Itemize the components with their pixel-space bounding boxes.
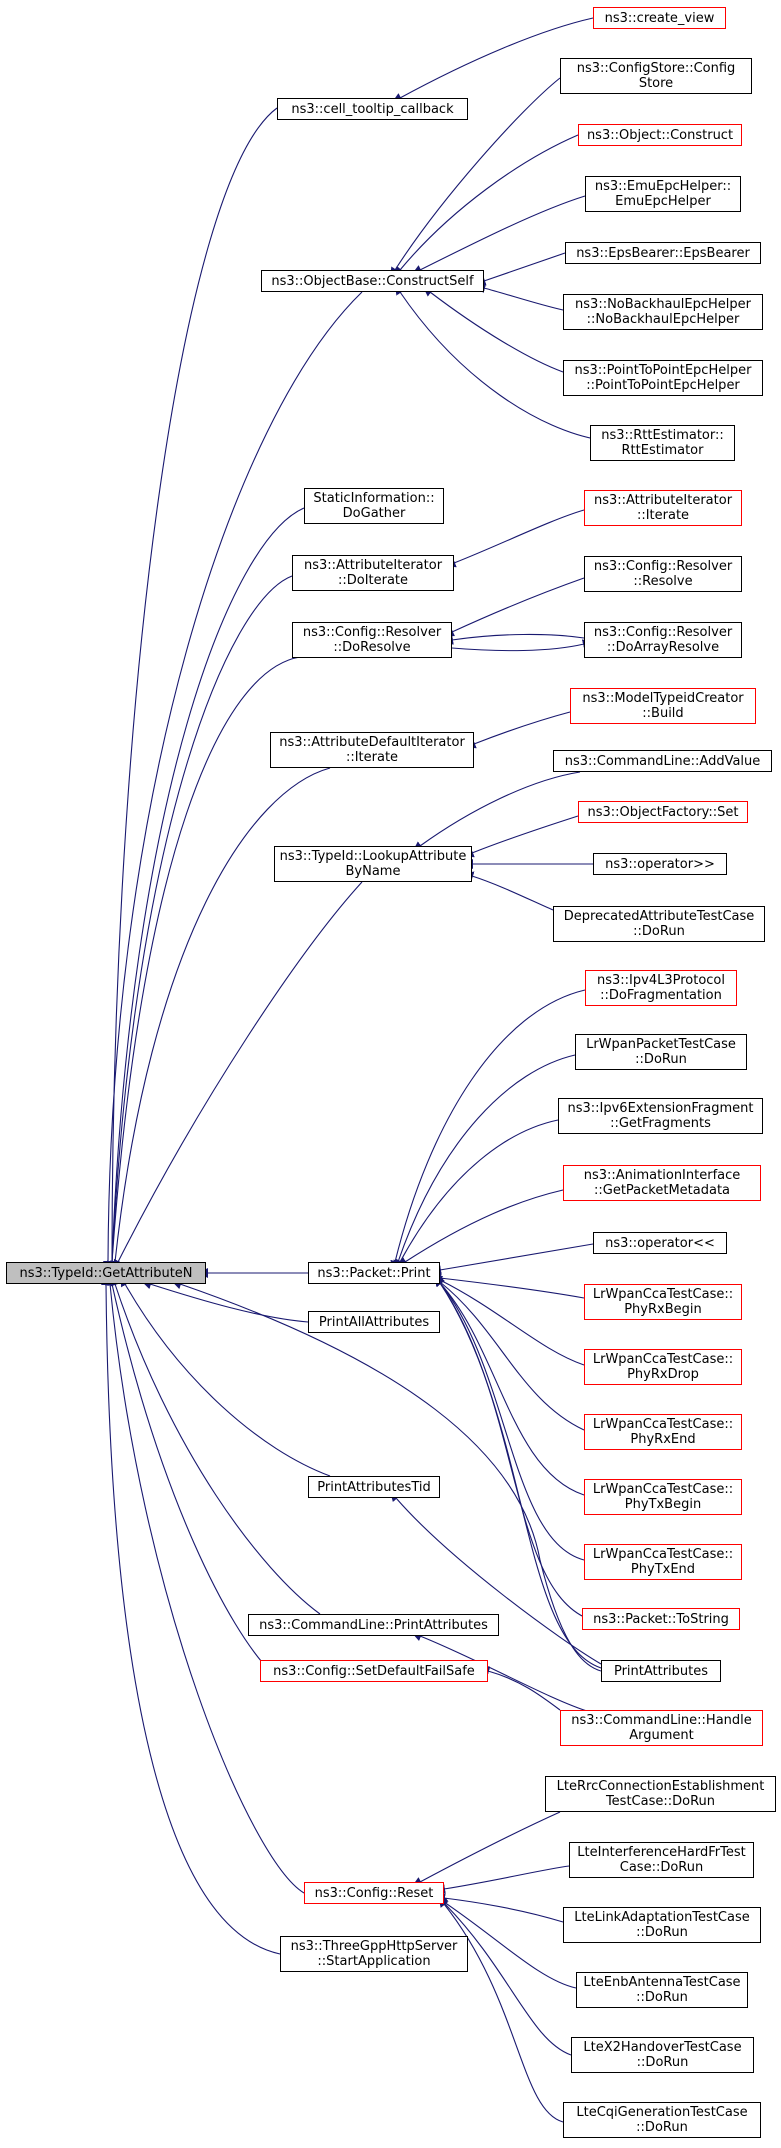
node-printattributes[interactable]: PrintAttributes (601, 1660, 721, 1682)
edge-clpa-clha (411, 1631, 591, 1713)
node-lteenbantennatestcase[interactable]: LteEnbAntennaTestCase ::DoRun (576, 1972, 748, 2008)
node-epsbearer[interactable]: ns3::EpsBearer::EpsBearer (565, 242, 761, 264)
edge-csdf-clha (479, 1666, 561, 1711)
edge-pp-ipv4f (390, 989, 586, 1271)
edge-cr-leat (436, 1896, 577, 1989)
node-lrwpancca-phyrxbegin[interactable]: LrWpanCcaTestCase:: PhyRxBegin (584, 1284, 742, 1320)
node-configstore-configstore[interactable]: ns3::ConfigStore::Config Store (560, 58, 752, 94)
edge-obcs-eeh (411, 195, 586, 275)
node-rttestimator[interactable]: ns3::RttEstimator:: RttEstimator (590, 425, 735, 461)
edge-aidi-aii (445, 509, 585, 568)
edge-pp-rxd (431, 1275, 585, 1366)
edge-cr-lx2h (437, 1896, 572, 2056)
edge-obcs-ptp (422, 286, 564, 373)
node-threegpphttpserver-startapplication[interactable]: ns3::ThreeGppHttpServer ::StartApplicati… (280, 1936, 468, 1972)
edge-root-cr (105, 1275, 305, 1894)
node-root: ns3::TypeId::GetAttributeN (6, 1262, 206, 1284)
edge-pp-ipv6f (395, 1119, 559, 1270)
node-animationinterface[interactable]: ns3::AnimationInterface ::GetPacketMetad… (563, 1165, 761, 1201)
node-create-view[interactable]: ns3::create_view (593, 7, 726, 29)
edge-obcs-ebb (475, 252, 566, 286)
node-operator-in[interactable]: ns3::operator>> (593, 853, 727, 875)
node-commandline-printattributes[interactable]: ns3::CommandLine::PrintAttributes (248, 1614, 499, 1636)
node-nobackhaulepchelper[interactable]: ns3::NoBackhaulEpcHelper ::NoBackhaulEpc… (563, 294, 763, 330)
edge-pp-rxe (432, 1276, 585, 1431)
edge-root-paa (141, 1279, 309, 1323)
edge-crdar-crdr (451, 639, 593, 652)
node-printattributestid[interactable]: PrintAttributesTid (308, 1476, 440, 1498)
edge-pp-aigpm (397, 1189, 564, 1267)
node-config-reset[interactable]: ns3::Config::Reset (304, 1882, 444, 1904)
node-cell-tooltip-callback[interactable]: ns3::cell_tooltip_callback (277, 98, 468, 120)
edge-root-tla (113, 881, 363, 1271)
edge-pat-pa (390, 1491, 602, 1665)
edge-adi-mtcb (465, 711, 571, 749)
node-object-construct[interactable]: ns3::Object::Construct (578, 124, 742, 146)
node-packet-tostring[interactable]: ns3::Packet::ToString (582, 1608, 740, 1630)
node-modeltypeidcreator-build[interactable]: ns3::ModelTypeidCreator ::Build (570, 688, 756, 724)
node-typeid-lookupattributebyname[interactable]: ns3::TypeId::LookupAttribute ByName (274, 846, 472, 882)
edge-root-crdr (107, 656, 301, 1271)
node-packet-print[interactable]: ns3::Packet::Print (308, 1262, 440, 1284)
edge-cr-llat (435, 1893, 564, 1923)
edge-pp-txb (434, 1276, 585, 1496)
node-attributedefaultiterator-iterate[interactable]: ns3::AttributeDefaultIterator ::Iterate (270, 732, 474, 768)
node-lrwpancca-phyrxend[interactable]: LrWpanCcaTestCase:: PhyRxEnd (584, 1414, 742, 1450)
node-deprecatedattributetestcase[interactable]: DeprecatedAttributeTestCase ::DoRun (553, 906, 765, 942)
edge-root-ctc (107, 107, 278, 1271)
node-config-resolver-resolve[interactable]: ns3::Config::Resolver ::Resolve (584, 556, 742, 592)
edge-cr-lcqi (438, 1896, 564, 2123)
node-commandline-handleargument[interactable]: ns3::CommandLine::Handle Argument (560, 1710, 763, 1746)
edge-root-sig (107, 507, 305, 1271)
node-attributeiterator-doiterate[interactable]: ns3::AttributeIterator ::DoIterate (292, 555, 454, 591)
node-attributeiterator-iterate[interactable]: ns3::AttributeIterator ::Iterate (584, 490, 742, 526)
edge-tla-datc (463, 871, 554, 911)
node-ltex2handovertestcase[interactable]: LteX2HandoverTestCase ::DoRun (571, 2037, 754, 2073)
node-lrwpanpackettestcase[interactable]: LrWpanPacketTestCase ::DoRun (575, 1034, 747, 1070)
edge-ctc-cv (392, 17, 594, 103)
node-commandline-addvalue[interactable]: ns3::CommandLine::AddValue (553, 750, 772, 772)
node-operator-out[interactable]: ns3::operator<< (593, 1232, 727, 1254)
edge-root-clpa (110, 1275, 321, 1615)
node-config-resolver-doresolve[interactable]: ns3::Config::Resolver ::DoResolve (292, 622, 452, 658)
node-ltrrcconnectionestablishment[interactable]: LteRrcConnectionEstablishment TestCase::… (545, 1776, 776, 1812)
node-lrwpancca-phytxend[interactable]: LrWpanCcaTestCase:: PhyTxEnd (584, 1544, 742, 1580)
edge-pp-opout (431, 1243, 594, 1275)
edge-root-aidi (107, 575, 293, 1271)
node-emuepchelper[interactable]: ns3::EmuEpcHelper:: EmuEpcHelper (585, 176, 741, 212)
node-staticinformation-dogather[interactable]: StaticInformation:: DoGather (304, 488, 444, 524)
edge-pp-txe (434, 1275, 585, 1561)
node-ltelinkadaptationtestcase[interactable]: LteLinkAdaptationTestCase ::DoRun (563, 1907, 761, 1943)
node-config-setdefaultfailsafe[interactable]: ns3::Config::SetDefaultFailSafe (260, 1660, 488, 1682)
node-objectfactory-set[interactable]: ns3::ObjectFactory::Set (578, 801, 748, 823)
edge-obcs-csc (390, 77, 561, 278)
node-lrwpancca-phyrxdrop[interactable]: LrWpanCcaTestCase:: PhyRxDrop (584, 1349, 742, 1385)
edge-root-csdf (107, 1275, 271, 1672)
edge-cr-lihf (435, 1865, 570, 1894)
edge-obcs-rtt (394, 284, 601, 441)
node-objectbase-constructself[interactable]: ns3::ObjectBase::ConstructSelf (261, 270, 484, 292)
edge-root-tghs (101, 1275, 281, 1955)
edge-root-obcs (103, 291, 363, 1271)
node-config-resolver-doarrayresolve[interactable]: ns3::Config::Resolver ::DoArrayResolve (584, 622, 742, 658)
node-ltecqigenerationtestcase[interactable]: LteCqiGenerationTestCase ::DoRun (563, 2102, 761, 2138)
edge-root-pat (120, 1276, 331, 1477)
node-lteinterferencehardfrtest[interactable]: LteInterferenceHardFrTest Case::DoRun (569, 1842, 754, 1878)
edge-obcs-oc (394, 134, 579, 277)
edge-tla-clav (412, 771, 581, 852)
node-lrwpancca-phytxbegin[interactable]: LrWpanCcaTestCase:: PhyTxBegin (584, 1479, 742, 1515)
edge-root-adi (110, 767, 331, 1271)
edge-crdr-crr (443, 577, 585, 637)
edge-crdr-crdar (443, 633, 585, 645)
edge-obcs-nbh (475, 283, 564, 311)
edge-tla-ofs (463, 815, 579, 858)
node-ipv4l3protocol-dofragmentation[interactable]: ns3::Ipv4L3Protocol ::DoFragmentation (585, 970, 737, 1006)
node-pointtopointepchelper[interactable]: ns3::PointToPointEpcHelper ::PointToPoin… (563, 360, 763, 396)
edge-pp-rxb (431, 1273, 585, 1299)
node-ipv6extensionfragment[interactable]: ns3::Ipv6ExtensionFragment ::GetFragment… (558, 1098, 763, 1134)
node-printallattributes[interactable]: PrintAllAttributes (308, 1311, 440, 1333)
edge-cr-lrce (412, 1811, 561, 1887)
edge-pp-lwpt (393, 1054, 576, 1271)
